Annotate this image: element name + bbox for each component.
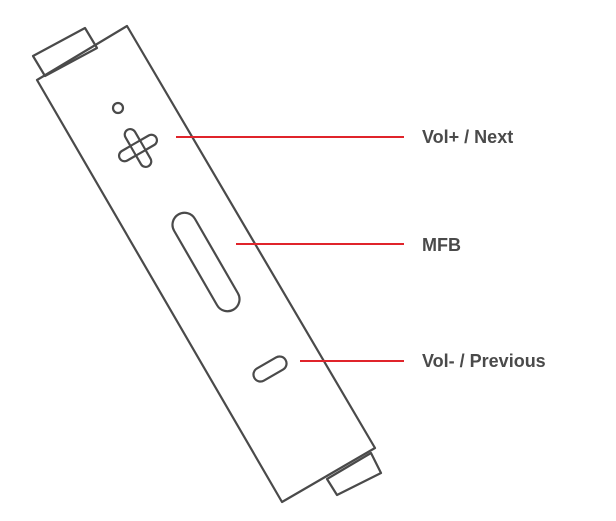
vol-up-next-label: Vol+ / Next: [422, 127, 514, 147]
device-body: [35, 24, 377, 504]
mfb-label: MFB: [422, 235, 461, 255]
vol-down-previous-label: Vol- / Previous: [422, 351, 546, 371]
led-hole-icon: [111, 101, 125, 115]
top-end-cap: [31, 26, 99, 78]
plus-icon[interactable]: [109, 119, 166, 176]
plus-icon-center-mask: [131, 141, 145, 155]
oblong-slot-icon[interactable]: [168, 208, 244, 315]
bottom-end-cap: [325, 451, 383, 497]
small-slot-icon[interactable]: [251, 354, 289, 384]
